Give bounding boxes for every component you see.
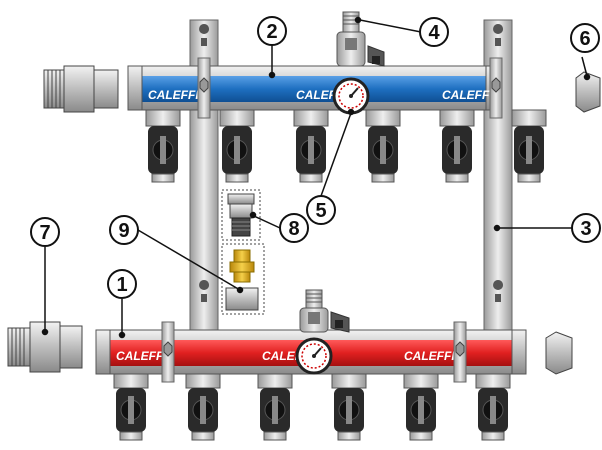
brand-label: CALEFFI	[442, 88, 493, 102]
end-fitting-top-left	[44, 66, 118, 112]
callout-6: 6	[571, 24, 599, 52]
outlet-valves-bottom	[114, 374, 510, 440]
brand-label: CALEFFI	[148, 88, 199, 102]
callout-label: 7	[39, 222, 50, 244]
callout-5: 5	[307, 196, 335, 224]
callout-label: 1	[116, 274, 127, 296]
end-plug-bottom-right	[546, 332, 572, 374]
brand-label: CALEFFI	[116, 349, 167, 363]
callout-label: 8	[288, 218, 299, 240]
outlet-valve	[440, 110, 474, 182]
brand-label: CALEFFI	[404, 349, 455, 363]
callout-label: 3	[580, 218, 591, 240]
outlet-valve	[258, 374, 292, 440]
callout-4: 4	[420, 18, 448, 46]
outlet-valve	[220, 110, 254, 182]
outlet-valve	[186, 374, 220, 440]
callout-label: 4	[428, 22, 440, 44]
callout-label: 5	[315, 200, 326, 222]
pressure-gauge-top	[334, 79, 368, 113]
outlet-valve	[366, 110, 400, 182]
outlet-valve	[294, 110, 328, 182]
outlet-valve	[332, 374, 366, 440]
callout-1: 1	[108, 270, 136, 298]
callout-label: 6	[579, 28, 590, 50]
air-vent-valve-bottom	[300, 290, 349, 332]
callout-8: 8	[280, 214, 308, 242]
outlet-valve	[114, 374, 148, 440]
outlet-valve	[476, 374, 510, 440]
pressure-gauge-bottom	[297, 339, 331, 373]
callout-7: 7	[31, 218, 59, 246]
callout-3: 3	[572, 214, 600, 242]
detail-box-9	[222, 244, 264, 314]
outlet-valve	[404, 374, 438, 440]
callout-label: 2	[266, 21, 277, 43]
outlet-valve	[512, 110, 546, 182]
callout-9: 9	[110, 216, 138, 244]
callout-2: 2	[258, 17, 286, 45]
callout-label: 9	[118, 220, 129, 242]
outlet-valve	[146, 110, 180, 182]
